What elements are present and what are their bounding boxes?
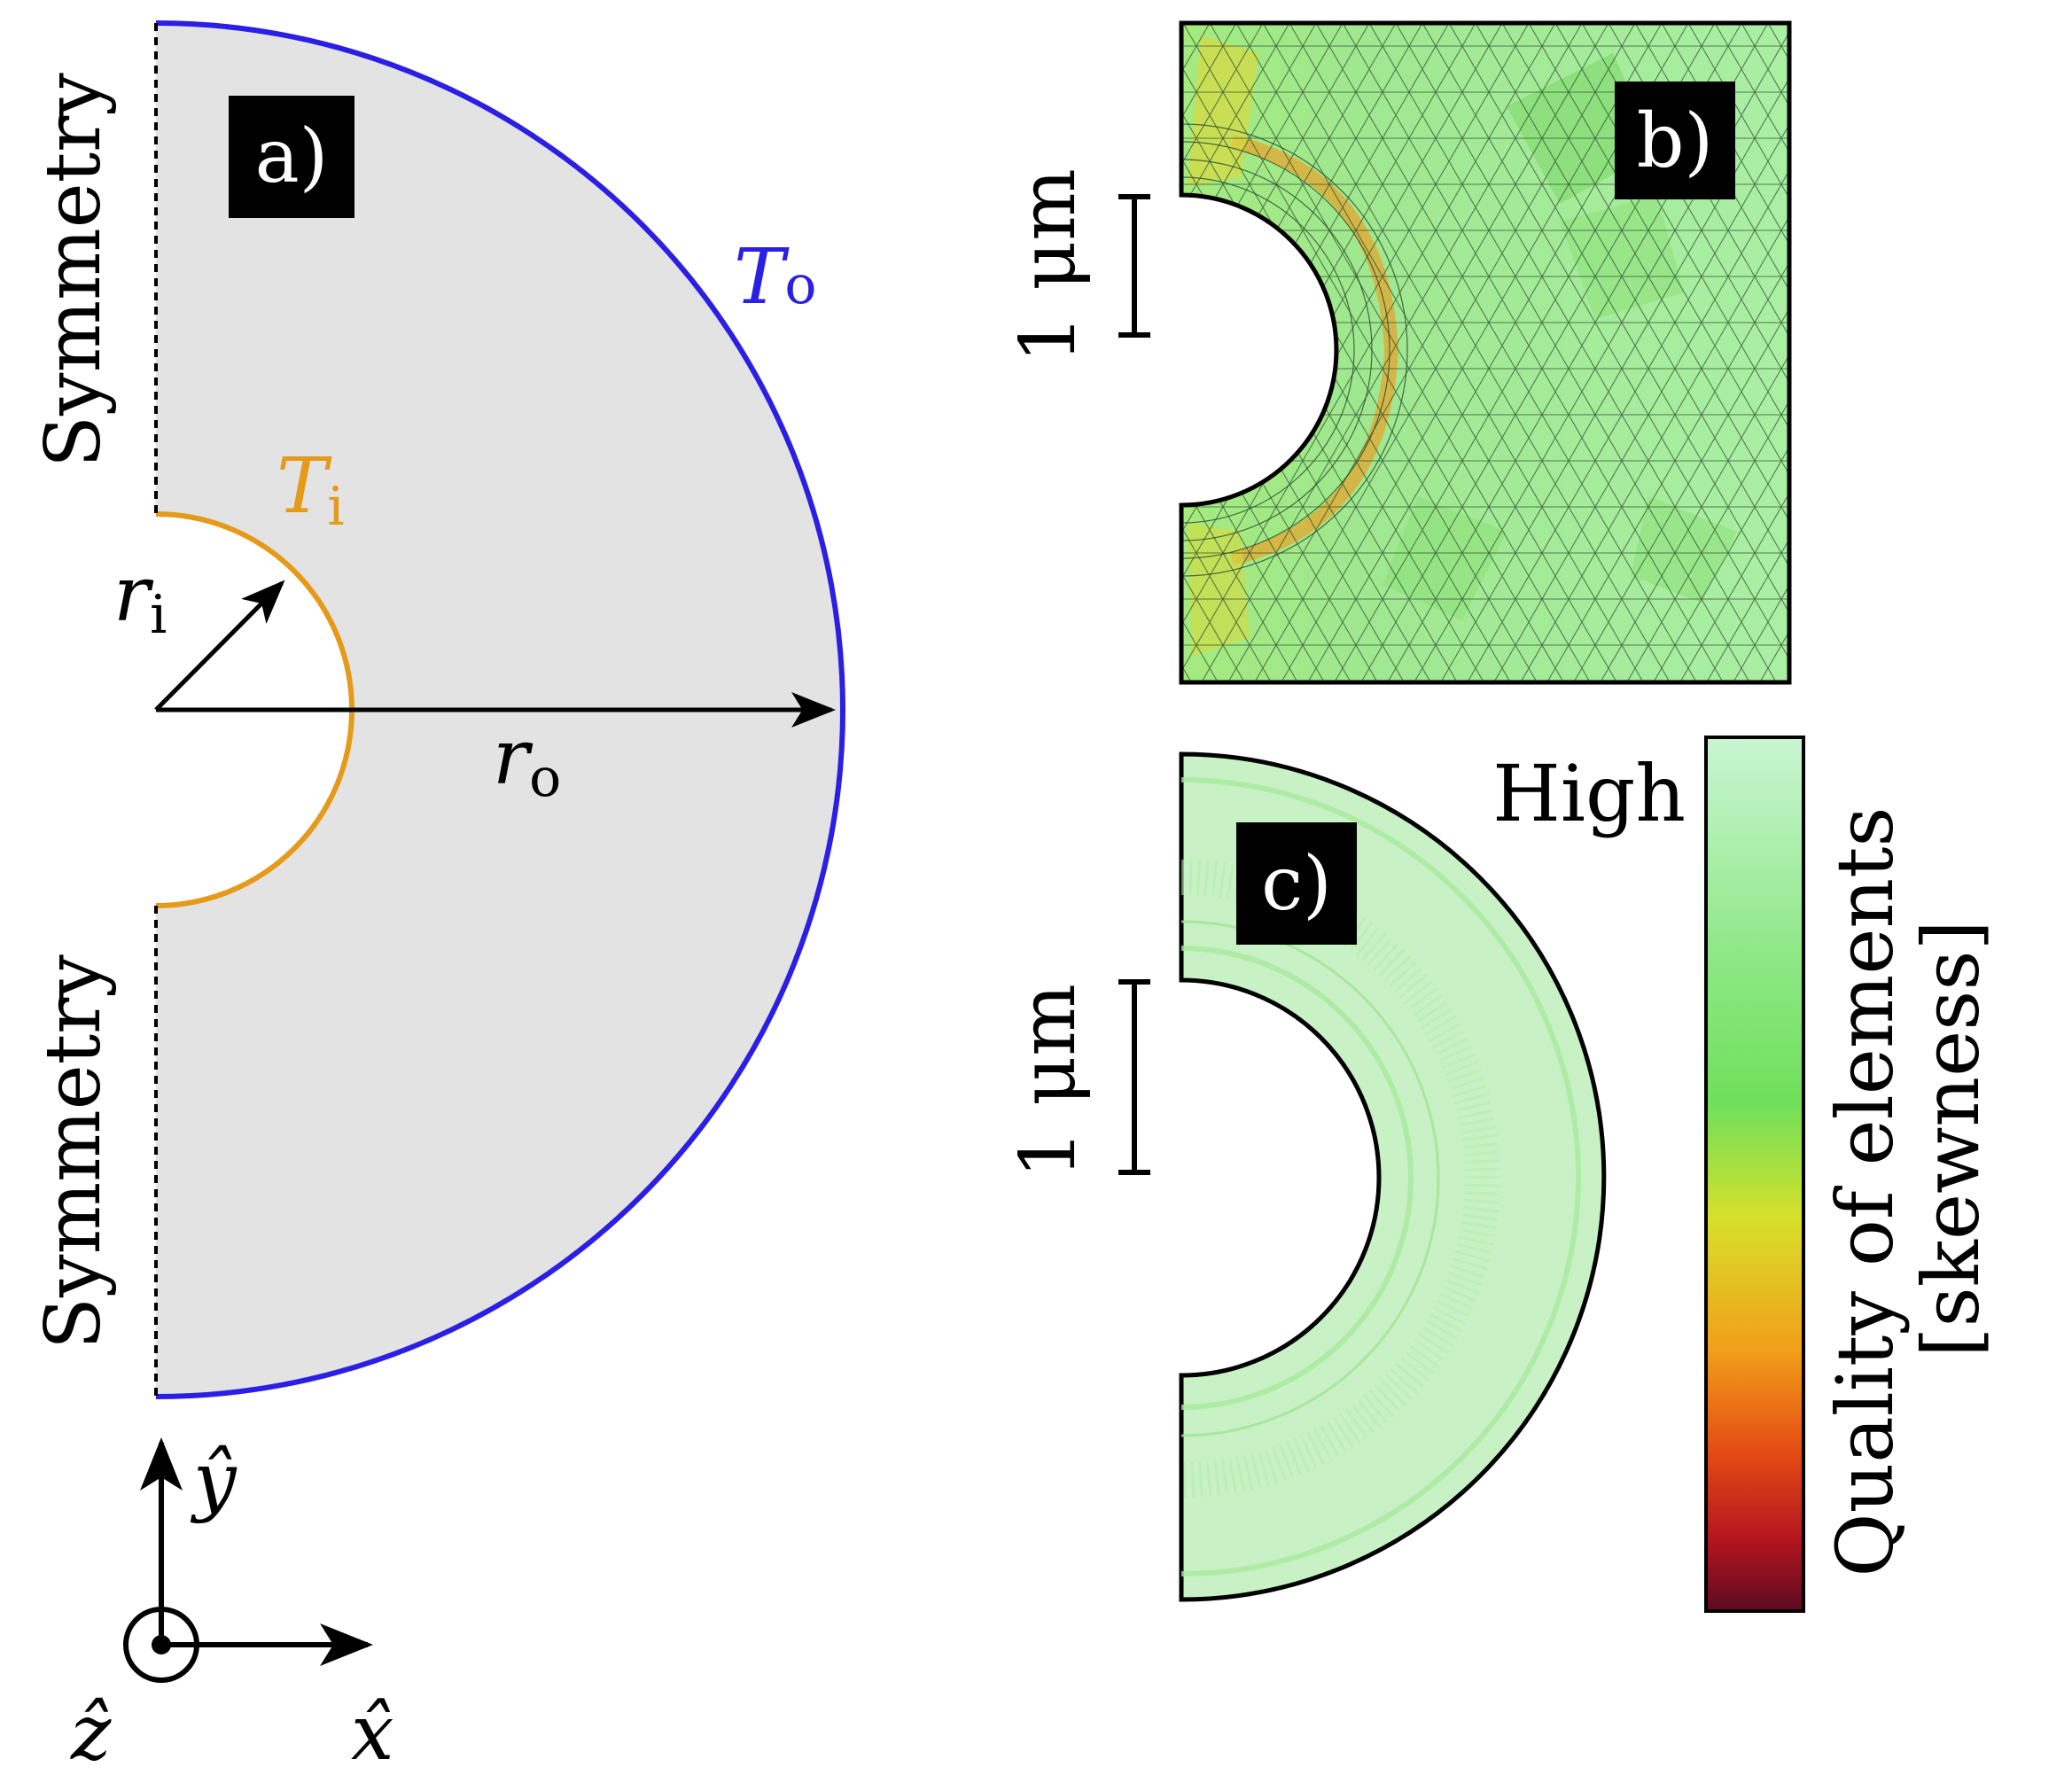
inner-temp-symbol: T (277, 442, 332, 531)
panel-a-label-box (229, 96, 354, 218)
outer-boundary (155, 20, 845, 1399)
panel-c-label: c) (1261, 840, 1332, 927)
y-axis-label: ŷ (190, 1436, 238, 1525)
panel-c-scale-bar (1118, 979, 1150, 1175)
panel-b-scale-label: 1 μm (1004, 168, 1093, 363)
z-axis-circle (123, 1607, 199, 1683)
panel-b-label: b) (1637, 97, 1714, 184)
panel-b-scale-bar (1118, 194, 1150, 338)
z-axis-dot (152, 1635, 171, 1654)
coordinate-axes: ŷ x̂ ẑ (70, 1436, 394, 1775)
panel-a-label: a) (255, 113, 329, 199)
outer-radius-symbol: r (493, 713, 534, 802)
inner-radius-symbol: r (113, 550, 154, 639)
panel-b: b) 1 μm (1004, 20, 1792, 685)
outer-radius-subscript: o (529, 747, 561, 809)
panel-c-label-box (1236, 822, 1357, 945)
panel-c-scale-label: 1 μm (1004, 984, 1093, 1179)
inner-radius-arrow (154, 580, 285, 712)
colorbar-high-label: High (1492, 748, 1686, 839)
panel-c: c) 1 μm (1004, 751, 1607, 1602)
inner-temp-label: Ti (277, 442, 345, 538)
inner-temp-subscript: i (327, 476, 344, 538)
outer-temp-symbol: T (734, 233, 790, 322)
outer-temp-subscript: o (784, 254, 816, 316)
outer-temp-label: To (734, 233, 817, 322)
symmetry-label-top: Symmetry (29, 73, 118, 468)
colorbar-title-line1: Quality of elements (1819, 806, 1911, 1576)
panel-b-outline (1179, 20, 1792, 685)
x-axis-label: x̂ (351, 1689, 394, 1775)
panel-a: a) Symmetry Symmetry To Ti ri ro (29, 20, 845, 1399)
panel-c-domain (1179, 751, 1607, 1602)
symmetry-label-bottom: Symmetry (29, 954, 118, 1350)
panel-b-label-box (1615, 82, 1735, 199)
colorbar-title-line2: [skewness] (1905, 920, 1997, 1358)
inner-radius-subscript: i (150, 584, 167, 646)
z-axis-label: ẑ (70, 1689, 112, 1775)
inner-radius-label: ri (113, 550, 167, 646)
outer-radius-label: ro (493, 713, 561, 809)
colorbar-gradient (1704, 736, 1805, 1613)
colorbar: High Quality of elements [skewness] (1492, 736, 1997, 1613)
